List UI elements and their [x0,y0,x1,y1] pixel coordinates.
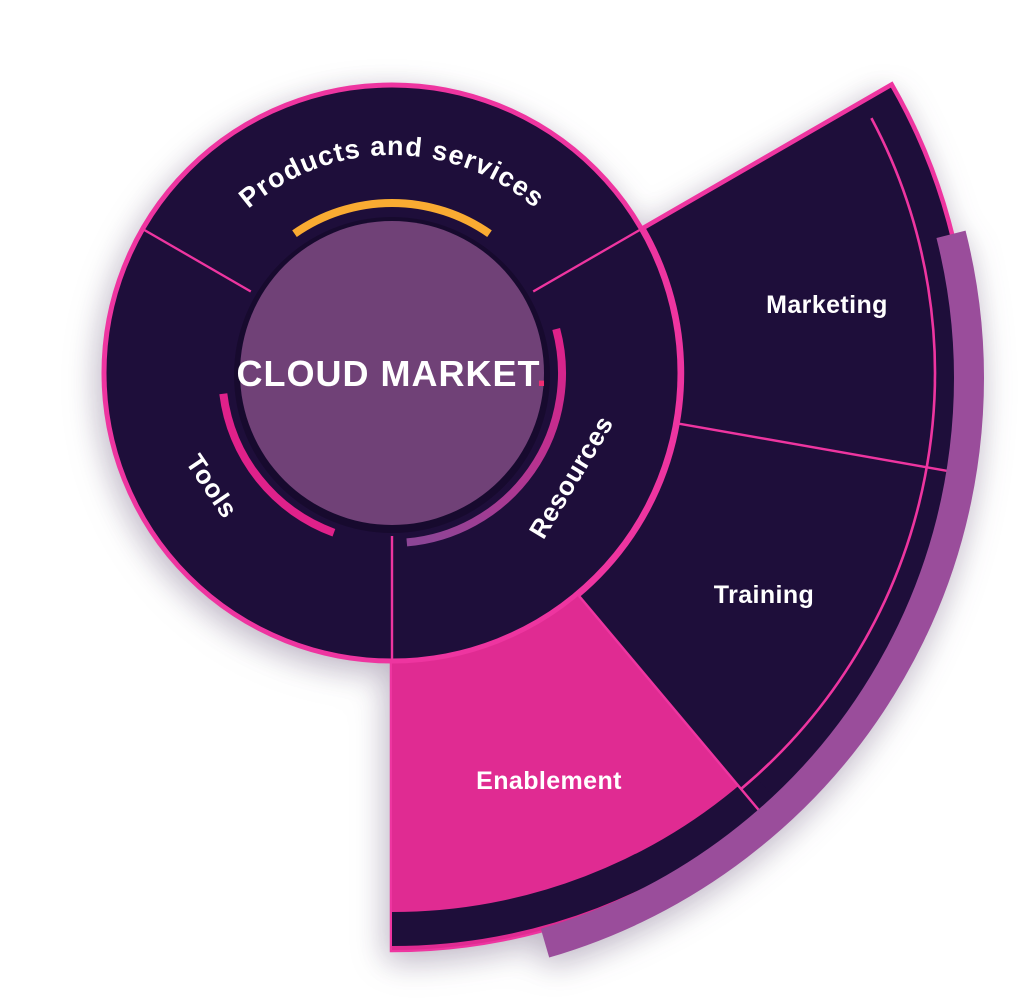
center-logo-text: CLOUD MARKET. [237,353,548,394]
segment-label-marketing: Marketing [766,291,888,319]
segment-label-training: Training [714,581,814,609]
outer-divider-marketing-training [677,422,956,474]
center-logo-period: . [536,353,547,394]
outer-track-line [740,117,937,790]
outer-divider-training-enablement [577,594,761,812]
center-circle [240,221,544,525]
inner-divider-right [532,227,643,293]
segment-label-enablement: Enablement [476,767,622,795]
accent-arc-orange [292,198,492,237]
accent-arc-gradient [406,327,566,547]
inner-divider-left [141,227,252,293]
center-logo-title: CLOUD MARKET [237,353,540,394]
accent-arc-pink [219,393,336,537]
enablement-outer-accent-band [391,773,776,946]
outer-purple-band [540,230,984,958]
